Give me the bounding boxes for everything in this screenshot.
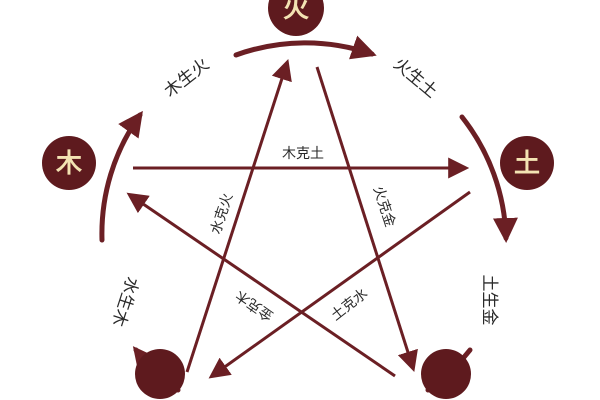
node-water <box>135 349 185 399</box>
node-earth-label: 土 <box>514 149 540 179</box>
line-earth-water <box>208 190 471 379</box>
node-metal <box>421 349 471 399</box>
label-wood-fire: 木生火 <box>161 54 214 101</box>
node-wood-label: 木 <box>55 149 82 179</box>
line-water-fire <box>185 59 292 373</box>
arc-wood-fire <box>233 35 377 60</box>
label-earth-metal: 土生金 <box>479 275 499 326</box>
label-wood-earth: 木克土 <box>282 146 324 162</box>
node-earth: 土 <box>500 136 554 190</box>
label-water-wood: 水生木 <box>107 274 142 329</box>
arc-fire-earth <box>459 114 518 243</box>
label-fire-metal: 火克金 <box>370 184 398 229</box>
node-fire-label: 火 <box>283 0 309 24</box>
label-earth-water: 土克水 <box>328 286 371 324</box>
line-metal-wood <box>126 192 396 378</box>
node-wood: 木 <box>42 136 96 190</box>
line-fire-metal <box>315 66 418 373</box>
arc-water-wood <box>99 110 143 243</box>
node-fire: 火 <box>268 0 324 36</box>
label-fire-earth: 火生土 <box>389 54 441 102</box>
